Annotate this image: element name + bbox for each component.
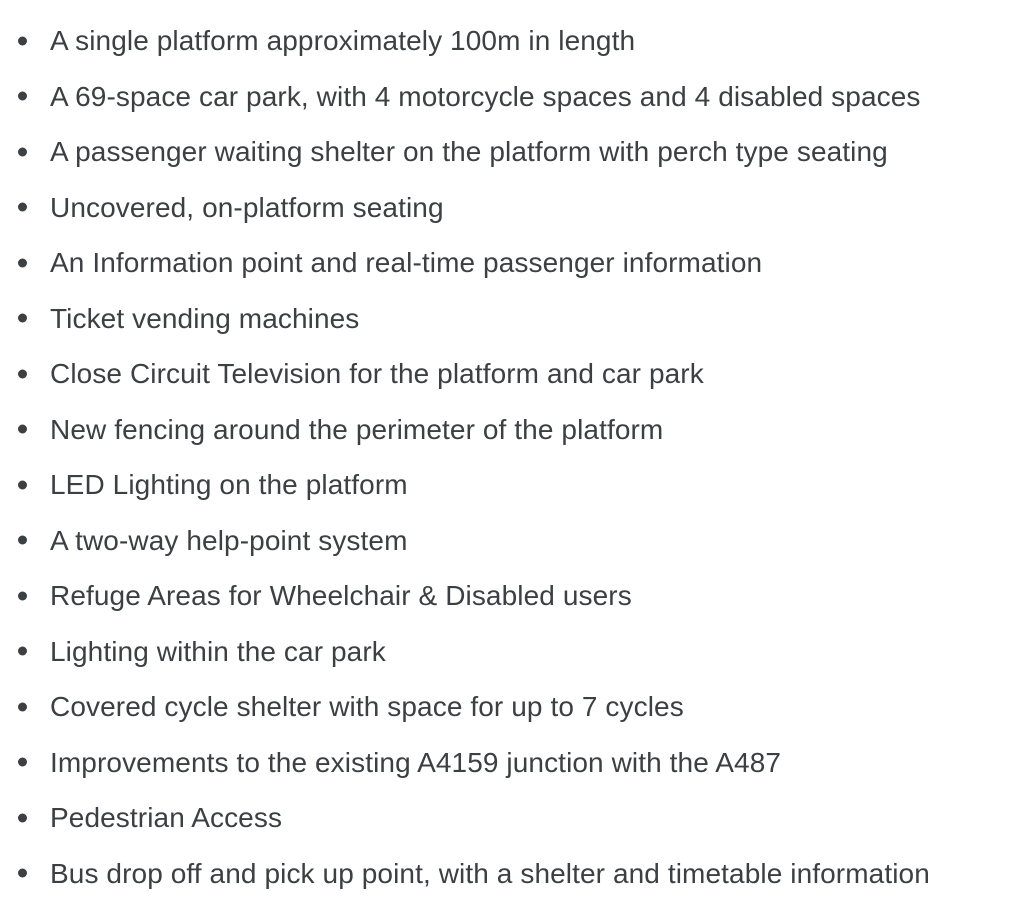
list-item: A single platform approximately 100m in … [0,26,1023,55]
list-item: LED Lighting on the platform [0,470,1023,499]
list-item-text: Bus drop off and pick up point, with a s… [50,857,930,889]
list-item: Refuge Areas for Wheelchair & Disabled u… [0,581,1023,610]
list-item: Bus drop off and pick up point, with a s… [0,859,1023,888]
list-item-text: A two-way help-point system [50,524,408,556]
list-item-text: A 69-space car park, with 4 motorcycle s… [50,80,921,112]
list-item: A passenger waiting shelter on the platf… [0,137,1023,166]
list-item-text: Refuge Areas for Wheelchair & Disabled u… [50,580,632,611]
list-item-text: Close Circuit Television for the platfor… [50,358,704,389]
bullet-icon [18,147,27,156]
list-item: An Information point and real-time passe… [0,248,1023,277]
list-item: Improvements to the existing A4159 junct… [0,748,1023,777]
list-item: New fencing around the perimeter of the … [0,415,1023,444]
bullet-icon [18,646,27,656]
list-item-text: LED Lighting on the platform [50,469,408,500]
list-item-text: An Information point and real-time passe… [50,247,763,278]
bullet-icon [18,258,27,267]
bullet-icon [18,757,27,767]
bullet-icon [18,813,27,822]
list-item: A two-way help-point system [0,526,1023,555]
list-item: Uncovered, on-platform seating [0,193,1023,222]
list-item: Close Circuit Television for the platfor… [0,359,1023,388]
bullet-icon [18,313,27,323]
bullet-icon [18,480,27,489]
list-item-text: Pedestrian Access [50,802,283,833]
bullet-icon [18,202,27,212]
bullet-icon [18,36,27,45]
list-item-text: A single platform approximately 100m in … [50,25,636,56]
list-item: A 69-space car park, with 4 motorcycle s… [0,82,1023,111]
list-item-text: Ticket vending machines [50,302,360,334]
bullet-icon [18,369,27,378]
list-item: Pedestrian Access [0,803,1023,832]
list-item: Covered cycle shelter with space for up … [0,692,1023,721]
list-item: Lighting within the car park [0,637,1023,666]
list-item-text: Improvements to the existing A4159 junct… [50,746,782,778]
list-item-text: Lighting within the car park [50,635,386,667]
bullet-icon [18,868,27,878]
bullet-icon [18,424,27,434]
bullet-icon [18,702,27,711]
list-item-text: A passenger waiting shelter on the platf… [50,136,888,167]
bullet-icon [18,591,27,600]
bullet-icon [18,535,27,545]
list-item-text: Covered cycle shelter with space for up … [50,691,684,722]
list-item-text: Uncovered, on-platform seating [50,191,444,223]
bullet-icon [18,91,27,101]
list-item: Ticket vending machines [0,304,1023,333]
list-item-text: New fencing around the perimeter of the … [50,413,664,445]
feature-list: A single platform approximately 100m in … [0,26,1023,888]
